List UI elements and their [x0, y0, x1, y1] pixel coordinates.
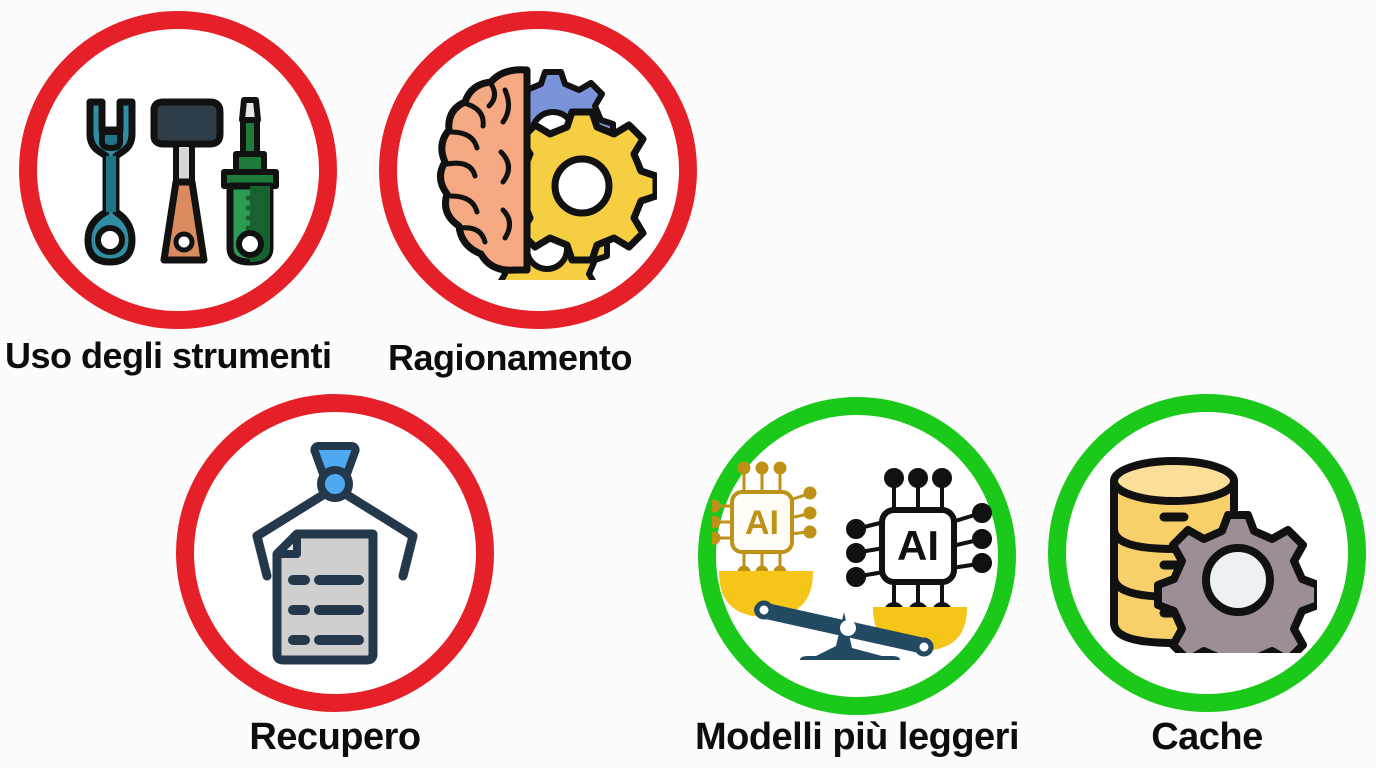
wrench-glyph: [84, 98, 136, 266]
document-glyph: [272, 529, 378, 665]
node-label-retrieval: Recupero: [249, 716, 421, 758]
chip-large-label: AI: [897, 522, 939, 569]
tools-icon: [58, 72, 298, 272]
gear-mauve-glyph: [1153, 511, 1317, 653]
brain-glyph: [437, 66, 531, 274]
gear-yellow-main-glyph: [504, 108, 657, 264]
balance-ai-chips-icon: AI: [712, 460, 1002, 660]
node-label-reasoning: Ragionamento: [388, 337, 633, 378]
database-gear-icon: [1102, 453, 1317, 653]
hammer-glyph: [150, 98, 224, 264]
screwdriver-glyph: [221, 97, 279, 266]
node-label-lighter-models: Modelli più leggeri: [694, 716, 1020, 758]
scale-beam-glyph: [754, 600, 934, 660]
node-label-tool-use: Uso degli strumenti: [5, 335, 332, 376]
claw-document-icon: [235, 438, 435, 668]
claw-pivot-glyph: [317, 466, 353, 502]
ai-chip-large-icon: AI: [846, 468, 992, 622]
ai-chip-small-icon: AI: [712, 461, 817, 579]
node-label-cache: Cache: [1151, 716, 1263, 758]
brain-gears-icon: [427, 60, 657, 280]
chip-small-label: AI: [745, 504, 779, 542]
